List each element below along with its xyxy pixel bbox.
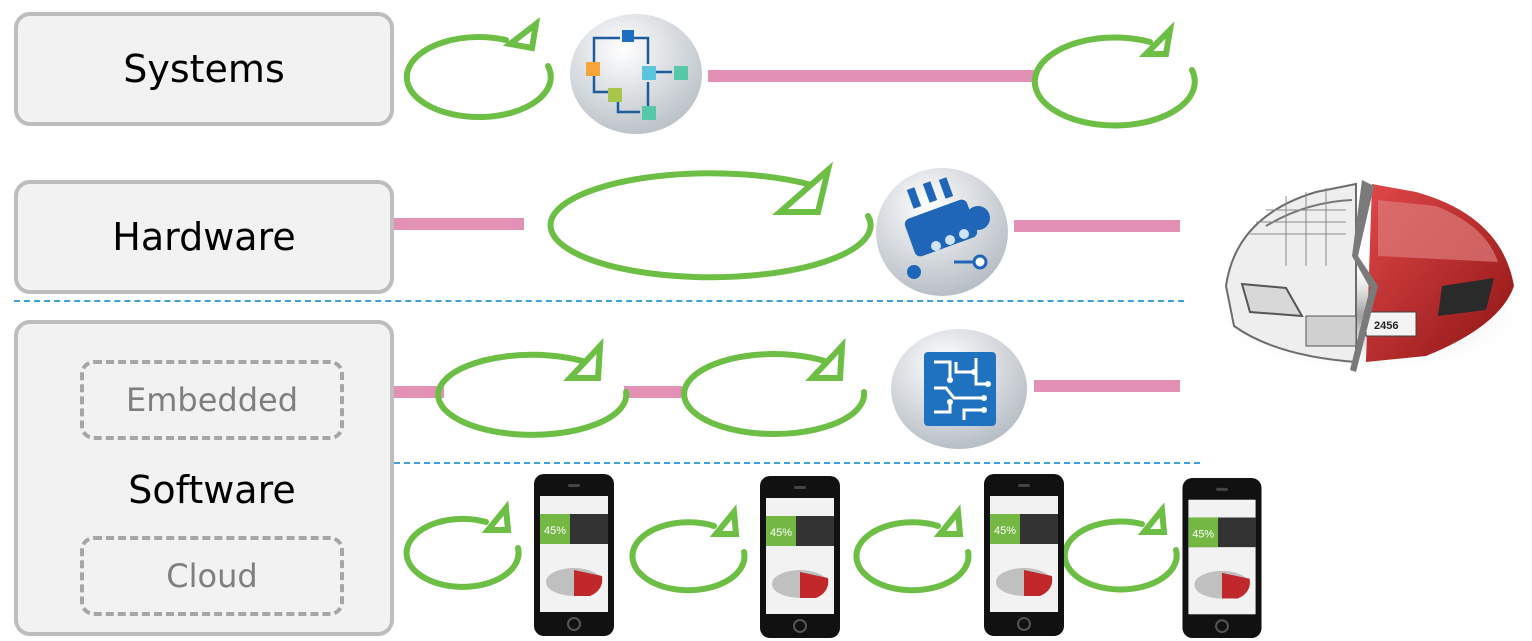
cloud-cycle-icon-2 (629, 504, 748, 594)
cloud-cycle-icon-4 (1061, 502, 1180, 593)
embedded-process-bar-left (394, 386, 444, 398)
embedded-label-box: Embedded (80, 360, 344, 440)
sports-car-image: 2456 (1208, 180, 1528, 374)
cloud-label: Cloud (166, 557, 258, 595)
systems-label: Systems (123, 47, 285, 91)
hardware-label: Hardware (112, 215, 296, 259)
embedded-label: Embedded (125, 381, 298, 419)
hardware-process-bar-left (394, 218, 524, 230)
cloud-label-box: Cloud (80, 536, 344, 616)
license-plate-text: 2456 (1374, 320, 1398, 332)
embedded-process-bar-right (1034, 380, 1180, 392)
smartphone-icon-4: 45% (1182, 477, 1262, 639)
systems-cycle-icon-2 (1031, 21, 1198, 129)
engine-hardware-icon (876, 168, 1008, 296)
phone-battery-text: 45% (544, 525, 566, 537)
hardware-process-bar-right (1014, 220, 1180, 232)
cloud-cycle-icon-3 (853, 504, 972, 594)
hardware-cycle-icon (547, 161, 874, 281)
phone-battery-text: 45% (770, 527, 792, 539)
software-label: Software (128, 468, 296, 512)
embedded-cycle-icon-2 (681, 337, 868, 438)
embedded-process-bar-mid (624, 386, 682, 398)
phone-battery-text: 45% (1192, 528, 1214, 540)
hardware-software-divider (14, 300, 1184, 302)
embedded-cycle-icon-1 (435, 337, 630, 438)
circuit-board-icon (891, 329, 1027, 449)
smartphone-icon-2: 45% (760, 476, 840, 638)
systems-label-box: Systems (14, 12, 394, 126)
cloud-cycle-icon-1 (403, 500, 522, 590)
phone-battery-text: 45% (994, 525, 1016, 537)
hardware-label-box: Hardware (14, 180, 394, 294)
workflow-diagram-icon (570, 14, 702, 134)
smartphone-icon-1: 45% (534, 474, 614, 636)
embedded-cloud-divider (394, 462, 1200, 464)
systems-process-bar (708, 70, 1036, 82)
smartphone-icon-3: 45% (984, 474, 1064, 636)
systems-cycle-icon-1 (403, 16, 554, 121)
